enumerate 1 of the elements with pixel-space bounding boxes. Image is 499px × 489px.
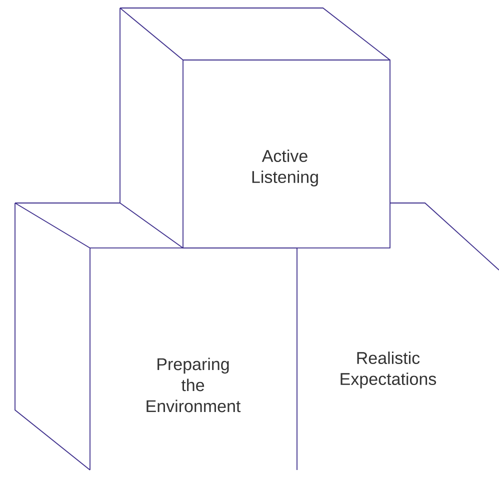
- cube-face: Preparing the Environment: [14, 202, 298, 470]
